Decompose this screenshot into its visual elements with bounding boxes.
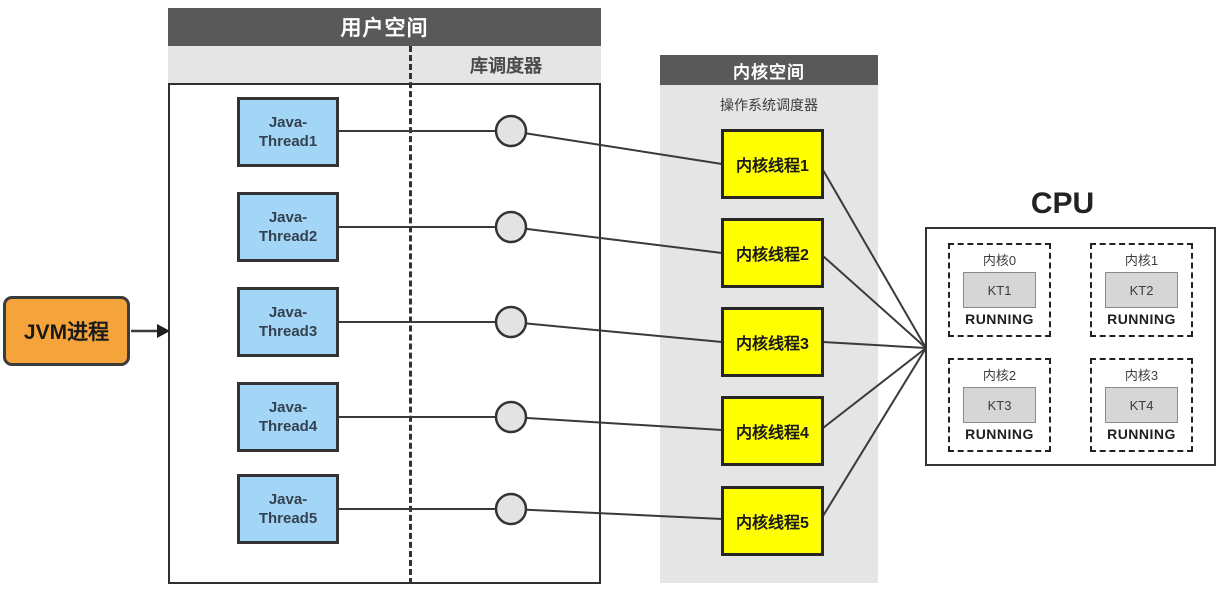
java-thread2-box: Java- Thread2 — [237, 192, 339, 262]
library-scheduler-label: 库调度器 — [470, 56, 542, 76]
java-thread3-box: Java- Thread3 — [237, 287, 339, 357]
os-scheduler-label: 操作系统调度器 — [720, 97, 818, 113]
java-thread4-box: Java- Thread4 — [237, 382, 339, 452]
scheduler-divider-dashed-line — [409, 46, 412, 584]
kernel-thread3-box: 内核线程3 — [721, 307, 824, 377]
core3-name: 内核3 — [1124, 368, 1159, 383]
kernel-thread4-label: 内核线程4 — [736, 425, 809, 442]
core1-name: 内核1 — [1124, 253, 1159, 268]
core0-thread-box: KT1 — [963, 272, 1036, 308]
kernel-thread2-label: 内核线程2 — [736, 247, 809, 264]
cpu-core2-cell: 内核2 KT3 RUNNING — [948, 358, 1051, 452]
core2-status: RUNNING — [965, 426, 1034, 442]
java-thread1-box: Java- Thread1 — [237, 97, 339, 167]
kernel-thread5-label: 内核线程5 — [736, 515, 809, 532]
java-thread2-label-line1: Java- — [268, 209, 308, 226]
java-thread4-label-line2: Thread4 — [258, 418, 318, 435]
kernel-thread3-label: 内核线程3 — [736, 336, 809, 353]
cpu-core3-cell: 内核3 KT4 RUNNING — [1090, 358, 1193, 452]
java-thread1-label-line2: Thread1 — [258, 133, 318, 150]
java-thread3-label-line1: Java- — [268, 304, 308, 321]
cpu-title: CPU — [1030, 187, 1095, 220]
cpu-core0-cell: 内核0 KT1 RUNNING — [948, 243, 1051, 337]
jvm-process-label: JVM进程 — [23, 321, 110, 344]
kernel-thread2-box: 内核线程2 — [721, 218, 824, 288]
kernel-thread1-box: 内核线程1 — [721, 129, 824, 199]
core2-thread-box: KT3 — [963, 387, 1036, 423]
core2-name: 内核2 — [982, 368, 1017, 383]
user-space-body — [168, 83, 601, 584]
kernel-thread5-box: 内核线程5 — [721, 486, 824, 556]
jvm-process-box: JVM进程 — [3, 296, 130, 366]
core3-thread-box: KT4 — [1105, 387, 1178, 423]
java-thread5-box: Java- Thread5 — [237, 474, 339, 544]
core1-thread-box: KT2 — [1105, 272, 1178, 308]
java-thread5-label-line1: Java- — [268, 491, 308, 508]
user-space-header: 用户空间 — [168, 8, 601, 46]
core0-name: 内核0 — [982, 253, 1017, 268]
java-thread1-label-line1: Java- — [268, 114, 308, 131]
user-space-scheduler-band — [168, 46, 601, 83]
java-thread4-label-line1: Java- — [268, 399, 308, 416]
cpu-core1-cell: 内核1 KT2 RUNNING — [1090, 243, 1193, 337]
core0-status: RUNNING — [965, 311, 1034, 327]
core1-status: RUNNING — [1107, 311, 1176, 327]
kernel-thread4-box: 内核线程4 — [721, 396, 824, 466]
java-thread5-label-line2: Thread5 — [258, 510, 318, 527]
kernel-thread1-label: 内核线程1 — [736, 158, 809, 175]
core3-status: RUNNING — [1107, 426, 1176, 442]
java-thread3-label-line2: Thread3 — [258, 323, 318, 340]
java-thread2-label-line2: Thread2 — [258, 228, 318, 245]
kernel-space-header: 内核空间 — [660, 55, 878, 85]
